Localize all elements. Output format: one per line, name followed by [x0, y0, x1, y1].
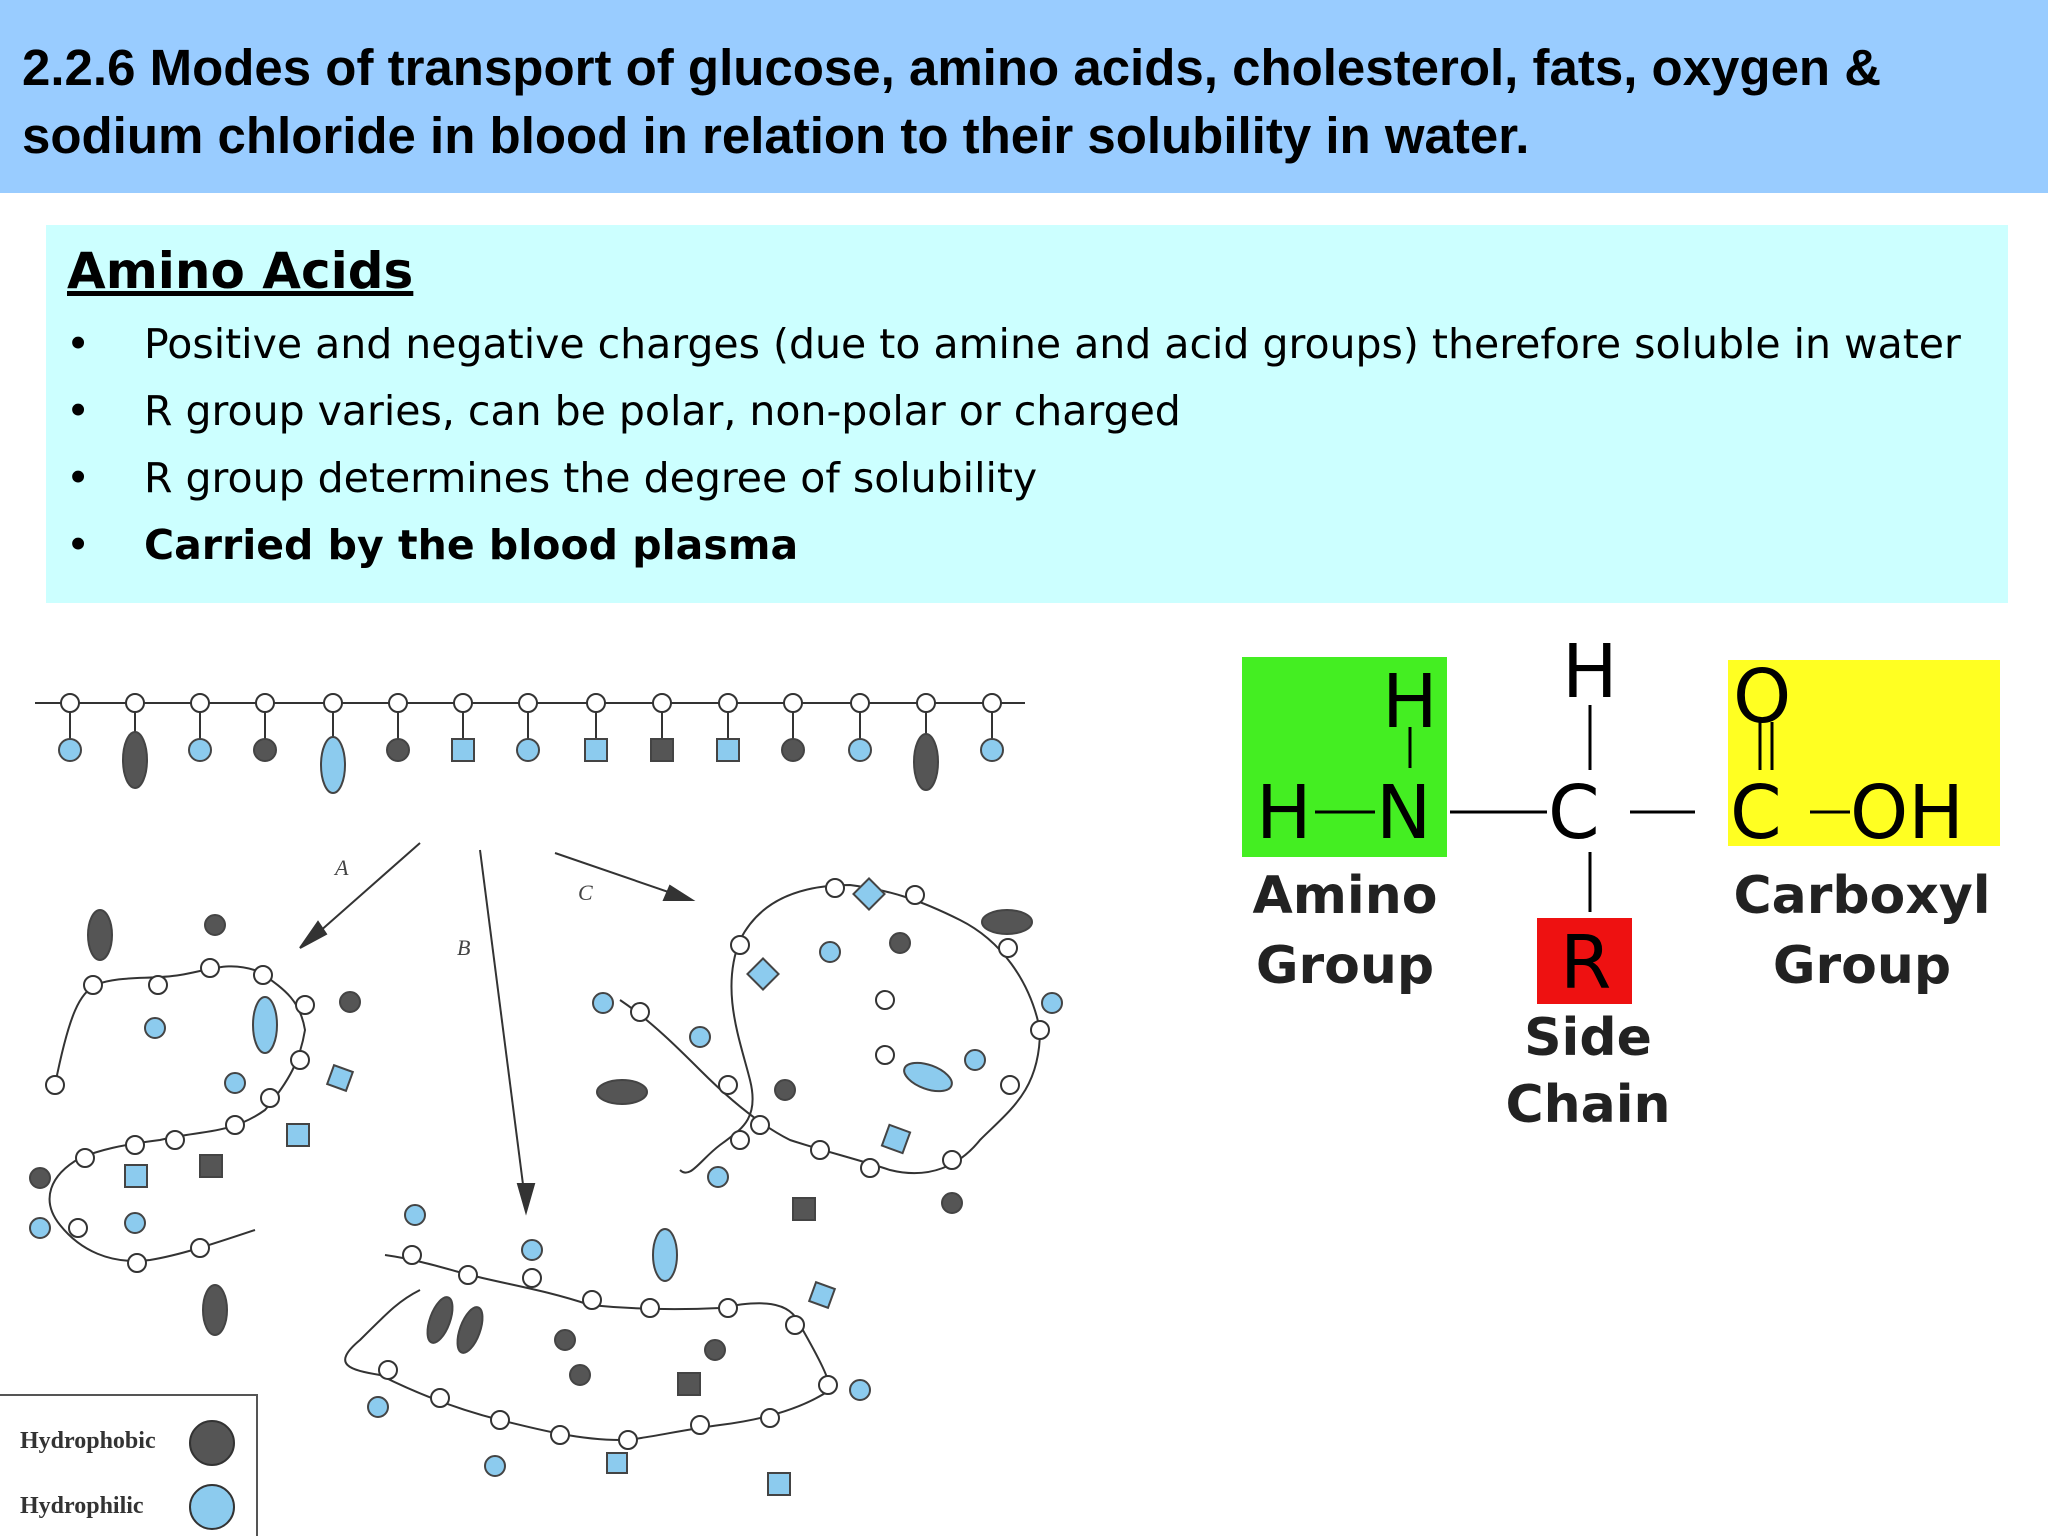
- legend-hydrophilic-label: Hydrophilic: [20, 1493, 144, 1519]
- bullet-text: R group varies, can be polar, non-polar …: [144, 387, 1181, 435]
- label-carboxyl-group: Group: [1773, 936, 1951, 996]
- bullet-dot: •: [66, 320, 91, 368]
- atom-oh: OH: [1850, 770, 1964, 856]
- r-group-box: [1537, 918, 1632, 1004]
- bullet-item: • R group determines the degree of solubi…: [46, 445, 2008, 512]
- bullet-text: Carried by the blood plasma: [144, 521, 799, 569]
- side-chains-unfolded: [58, 731, 1004, 794]
- folding-arrows: [299, 842, 696, 1216]
- bullet-item: • Positive and negative charges (due to a…: [46, 311, 2008, 378]
- folded-chain-b-sides: [367, 1204, 871, 1496]
- atom-o: O: [1733, 654, 1791, 740]
- bullet-dot: •: [66, 454, 91, 502]
- legend-hydrophobic-swatch: [189, 1420, 235, 1466]
- legend-hydrophobic-label: Hydrophobic: [20, 1428, 156, 1454]
- atom-c-alpha: C: [1548, 770, 1600, 856]
- label-chain: Chain: [1505, 1075, 1670, 1135]
- atom-h-amine-top: H: [1382, 659, 1438, 745]
- atom-r: R: [1560, 920, 1611, 1006]
- bullet-dot: •: [66, 521, 91, 569]
- legend-hydrophilic-swatch: [189, 1484, 235, 1530]
- folded-chain-b-nodes: [378, 1245, 838, 1450]
- folded-chain-a-sides: [29, 909, 361, 1336]
- arrow-label-b: B: [457, 935, 470, 960]
- label-side: Side: [1524, 1008, 1652, 1068]
- title-bar: 2.2.6 Modes of transport of glucose, ami…: [0, 0, 2048, 193]
- folded-chain-c: [619, 883, 1042, 1175]
- atom-h-amine-left: H: [1256, 770, 1312, 856]
- atom-c-carboxyl: C: [1730, 770, 1782, 856]
- backbone-nodes: [60, 693, 1002, 713]
- atom-n: N: [1376, 770, 1431, 856]
- label-amino-group: Group: [1256, 936, 1434, 996]
- bullet-list: • Positive and negative charges (due to a…: [46, 311, 2008, 579]
- atom-h-top: H: [1562, 630, 1618, 715]
- arrow-label-c: C: [578, 880, 593, 905]
- folded-chain-b: [344, 1254, 832, 1442]
- bullet-item: • R group varies, can be polar, non-polar…: [46, 378, 2008, 445]
- amino-acid-structure: H H N H C O C OH R Amino Group Carboxyl …: [1242, 630, 2000, 1135]
- label-amino: Amino: [1253, 866, 1438, 926]
- content-box: Amino Acids • Positive and negative charg…: [46, 225, 2008, 603]
- folded-chain-c-sides: [592, 877, 1063, 1221]
- bullet-item: • Carried by the blood plasma: [46, 512, 2008, 579]
- arrow-label-a: A: [333, 855, 349, 880]
- label-carboxyl: Carboxyl: [1733, 866, 1990, 926]
- bonds: [1315, 705, 1850, 912]
- bullet-text: Positive and negative charges (due to am…: [144, 320, 1961, 368]
- slide-title: 2.2.6 Modes of transport of glucose, ami…: [22, 39, 1882, 164]
- bullet-text: R group determines the degree of solubil…: [144, 454, 1038, 502]
- atoms: H H N H C O C OH R: [1256, 630, 1964, 1006]
- group-labels: Amino Group Carboxyl Group Side Chain: [1253, 866, 1991, 1135]
- legend: Hydrophobic Hydrophilic: [0, 1394, 258, 1536]
- folded-chain-a: [48, 965, 307, 1262]
- folded-chain-a-nodes: [45, 958, 315, 1273]
- bullet-dot: •: [66, 387, 91, 435]
- folded-chain-c-nodes: [630, 878, 1050, 1178]
- amino-group-box: [1242, 657, 1447, 857]
- section-heading: Amino Acids: [67, 242, 414, 300]
- protein-folding-diagram: A B C: [0, 693, 1063, 1536]
